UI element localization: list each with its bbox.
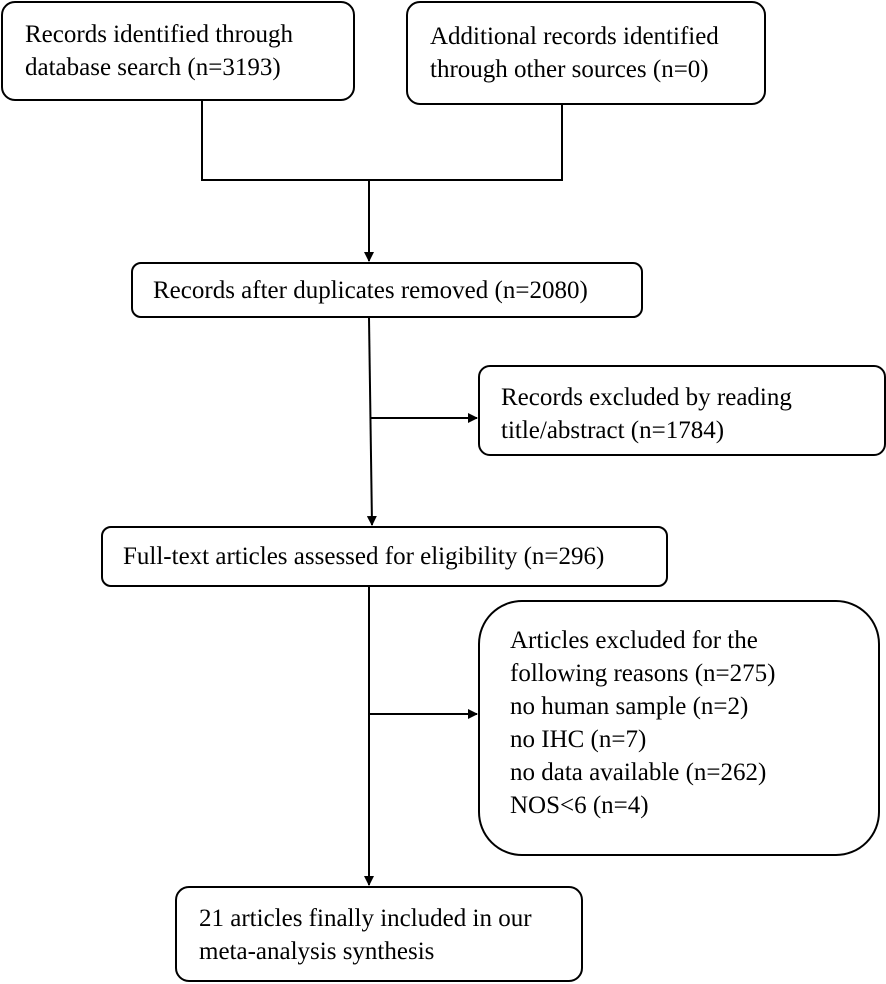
exclusion-reason: no IHC (n=7) [510,726,647,753]
exclusion-reason: NOS<6 (n=4) [510,792,649,819]
screening-excluded-box: Records excluded by reading title/abstra… [478,365,886,456]
box-text-line: title/abstract (n=1784) [501,417,725,444]
other-sources-box: Additional records identified through ot… [406,1,766,105]
box-text-line: Records excluded by reading [501,384,792,411]
exclusion-reason: no data available (n=262) [510,759,767,786]
box-text-line: through other sources (n=0) [430,56,709,83]
box-text-line: database search (n=3193) [25,54,281,81]
box-text-line: Articles excluded for the [510,627,758,654]
box-text-line: Additional records identified [430,23,719,50]
full-text-excluded-box: Articles excluded for the following reas… [478,600,880,856]
arrow-to-full-text [366,317,377,526]
box-text-line: following reasons (n=275) [510,660,776,687]
box-text-line: meta-analysis synthesis [199,938,435,965]
box-text-line: Records after duplicates removed (n=2080… [153,277,588,304]
full-text-assessed-box: Full-text articles assessed for eligibil… [101,526,668,587]
box-text-line: 21 articles finally included in our [199,905,532,932]
exclusion-reason: no human sample (n=2) [510,693,749,720]
box-text-line: Records identified through [25,21,293,48]
database-search-box: Records identified through database sear… [1,1,355,101]
included-studies-box: 21 articles finally included in our meta… [175,886,583,982]
box-text-line: Full-text articles assessed for eligibil… [123,543,605,570]
duplicates-removed-box: Records after duplicates removed (n=2080… [131,262,643,318]
